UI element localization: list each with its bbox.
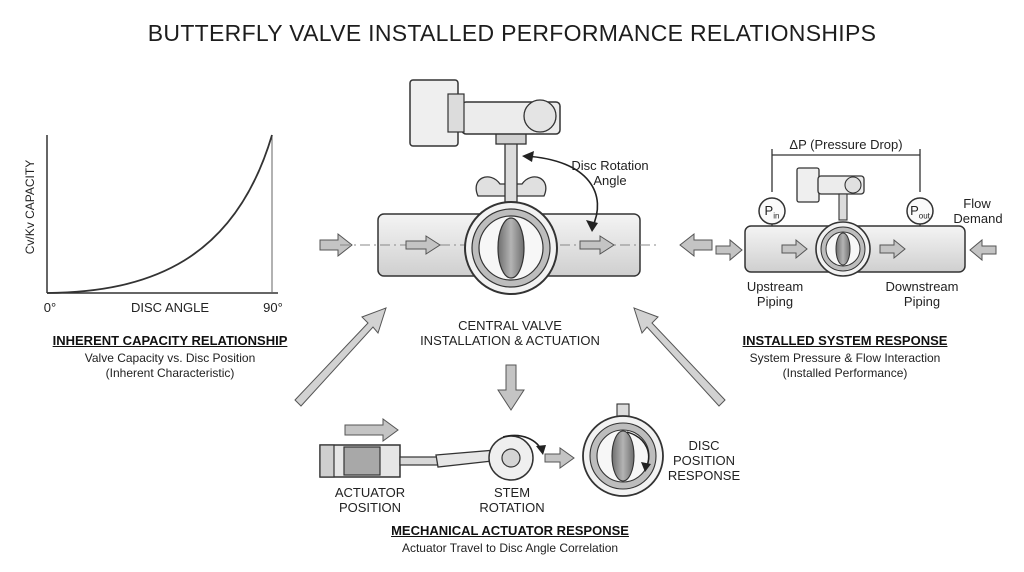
mech-flow-arrow: [544, 447, 575, 469]
p-in-sub: in: [773, 211, 780, 221]
x-axis-label: DISC ANGLE: [130, 300, 210, 315]
gearbox-handwheel: [523, 99, 557, 133]
actuator-piston: [343, 446, 381, 476]
y-axis-label: Cv/Kv CAPACITY: [23, 159, 37, 255]
central-caption-1: CENTRAL VALVE: [458, 318, 562, 333]
actuator-travel-arrow: [344, 418, 399, 442]
rotation-arc: [524, 155, 599, 229]
mechanical-heading: MECHANICAL ACTUATOR RESPONSE: [391, 523, 629, 538]
downstream-1: Downstream: [885, 279, 959, 294]
central-valve: [340, 79, 660, 295]
valve-disc: [497, 217, 525, 279]
rotation-arc-head-top: [522, 151, 534, 162]
downstream-2: Piping: [903, 294, 941, 309]
mechanical-sub-1: Actuator Travel to Disc Angle Correlatio…: [401, 541, 619, 555]
page-title: BUTTERFLY VALVE INSTALLED PERFORMANCE RE…: [147, 20, 877, 46]
pipe-flow-arrow-right: [579, 235, 615, 255]
p-out-gauge: [906, 197, 934, 225]
actuator-label-1: ACTUATOR: [334, 485, 406, 500]
x-min-label: 0°: [43, 300, 57, 315]
small-actuator: [796, 167, 820, 203]
pressure-drop-label: ΔP (Pressure Drop): [789, 137, 903, 152]
installed-sub-2: (Installed Performance): [782, 366, 908, 380]
disc-label-2: POSITION: [672, 453, 736, 468]
left-inflow-arrow: [319, 232, 353, 258]
p-in-label: Pin: [759, 203, 785, 224]
inherent-capacity-chart: [46, 134, 278, 294]
inherent-sub-2: (Inherent Characteristic): [105, 366, 235, 380]
flow-demand-2: Demand: [953, 211, 1003, 226]
installed-system: [744, 149, 966, 277]
mechanical-actuator: [319, 403, 664, 497]
outer-left-arrow: [969, 238, 997, 262]
p-in-main: P: [764, 203, 774, 218]
rotation-label-1: Disc Rotation: [571, 158, 649, 173]
right-inflow-arrow: [679, 232, 713, 258]
x-max-label: 90°: [263, 300, 283, 315]
installed-heading: INSTALLED SYSTEM RESPONSE: [742, 333, 948, 348]
flow-arrows: [319, 232, 997, 411]
p-in-gauge: [758, 197, 786, 225]
inherent-heading: INHERENT CAPACITY RELATIONSHIP: [52, 333, 288, 348]
small-stem: [838, 193, 848, 221]
disc-position-disc: [611, 430, 635, 482]
diagonal-arrow-right: [633, 307, 726, 407]
diagonal-arrows: [294, 307, 726, 407]
p-out-label: Pout: [904, 203, 936, 224]
stem-label-1: STEM: [493, 485, 531, 500]
disc-label-1: DISC: [688, 438, 720, 453]
inherent-sub-1: Valve Capacity vs. Disc Position: [84, 351, 256, 365]
rotation-arc-head-bottom: [586, 220, 598, 232]
disc-label-3: RESPONSE: [667, 468, 741, 483]
outer-right-arrow: [715, 238, 743, 262]
upstream-1: Upstream: [746, 279, 804, 294]
central-caption-2: INSTALLATION & ACTUATION: [420, 333, 600, 348]
installed-sub-1: System Pressure & Flow Interaction: [749, 351, 941, 365]
p-out-main: P: [910, 203, 919, 218]
down-arrow: [497, 364, 525, 411]
stem-label-2: ROTATION: [479, 500, 545, 515]
actuator-label-2: POSITION: [338, 500, 402, 515]
actuator-cap: [447, 93, 465, 133]
valve-stem: [504, 139, 518, 203]
small-valve-disc: [835, 232, 851, 266]
flow-demand-1: Flow: [963, 196, 991, 211]
pipe-flow-arrow-left: [405, 235, 441, 255]
upstream-2: Piping: [756, 294, 794, 309]
diagonal-arrow-left: [294, 307, 387, 407]
capacity-curve: [46, 134, 273, 294]
p-out-sub: out: [918, 211, 930, 221]
rotation-label-2: Angle: [593, 173, 627, 188]
